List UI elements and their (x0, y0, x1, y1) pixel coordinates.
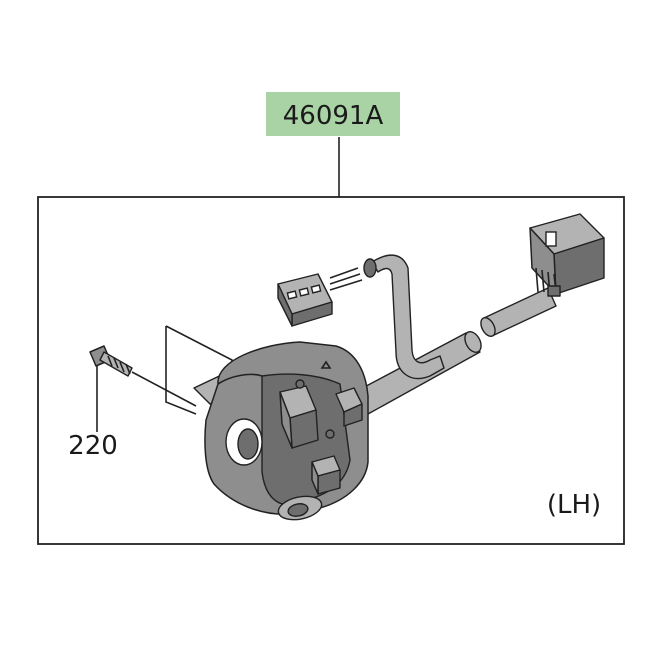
dimmer-switch-icon (279, 385, 319, 449)
assembly-frame (37, 196, 625, 545)
indicator-dot-icon (325, 429, 335, 439)
turn-signal-switch-icon (311, 455, 341, 495)
side-label[interactable]: (LH) (547, 490, 601, 520)
part-number-label[interactable]: 46091A (283, 101, 384, 131)
part-number-highlight (266, 92, 400, 136)
screw-icon (89, 345, 197, 407)
horn-button-icon (277, 495, 323, 521)
main-connector-icon (529, 213, 605, 297)
small-connector-icon (277, 273, 333, 327)
wiring-harness (329, 254, 445, 380)
handlebar-tube (354, 287, 557, 415)
screw-label[interactable]: 220 (68, 431, 118, 461)
indicator-dot-icon (295, 379, 305, 389)
hazard-switch-icon (320, 360, 363, 427)
